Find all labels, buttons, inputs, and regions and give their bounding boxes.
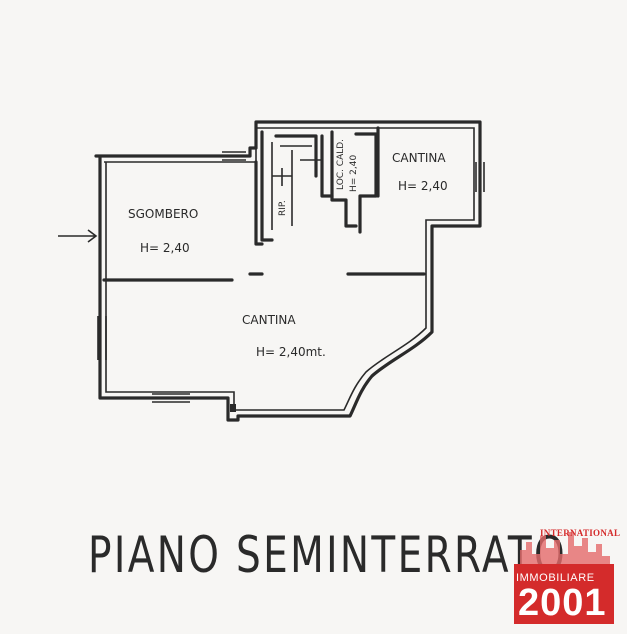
cantina-small-height: H= 2,40 xyxy=(398,179,448,193)
outer-wall xyxy=(94,120,482,422)
sgombero-right-wall xyxy=(254,160,264,246)
stair-block-wall xyxy=(274,134,318,178)
agency-logo: INTERNATIONAL IMMOBILIARE 2001 xyxy=(514,524,620,624)
floor-title: PIANO SEMINTERRATO xyxy=(88,526,568,584)
logo-international-text: INTERNATIONAL xyxy=(540,528,621,538)
stair-wall xyxy=(260,130,274,242)
cantina-small-label: CANTINA xyxy=(392,151,446,165)
outer-wall-inner-line xyxy=(104,127,475,411)
cantina-main-height: H= 2,40mt. xyxy=(256,345,326,359)
logo-red-block xyxy=(514,564,614,624)
logo-graphic xyxy=(514,532,614,624)
rip-label: RIP. xyxy=(278,200,288,216)
column-marker xyxy=(230,404,236,412)
loc-cald-label: LOC. CALD. xyxy=(336,139,346,190)
loc-cald-height: H= 2,40 xyxy=(349,155,359,192)
loc-cald-wall xyxy=(330,130,358,228)
logo-immobiliare-text: IMMOBILIARE xyxy=(516,572,595,584)
skyline-icon xyxy=(520,532,610,564)
window-left xyxy=(97,316,107,360)
window-right xyxy=(475,162,485,192)
sgombero-label: SGOMBERO xyxy=(128,207,198,221)
window-bottom xyxy=(152,393,190,403)
entrance-arrow-icon xyxy=(58,229,98,243)
sgombero-height: H= 2,40 xyxy=(140,241,190,255)
corridor-wall xyxy=(320,134,334,198)
loc-cald-right-wall xyxy=(354,132,378,234)
window-top xyxy=(222,151,246,161)
cantina-main-label: CANTINA xyxy=(242,313,296,327)
logo-year-text: 2001 xyxy=(518,582,607,624)
stair-arrow xyxy=(272,168,292,186)
